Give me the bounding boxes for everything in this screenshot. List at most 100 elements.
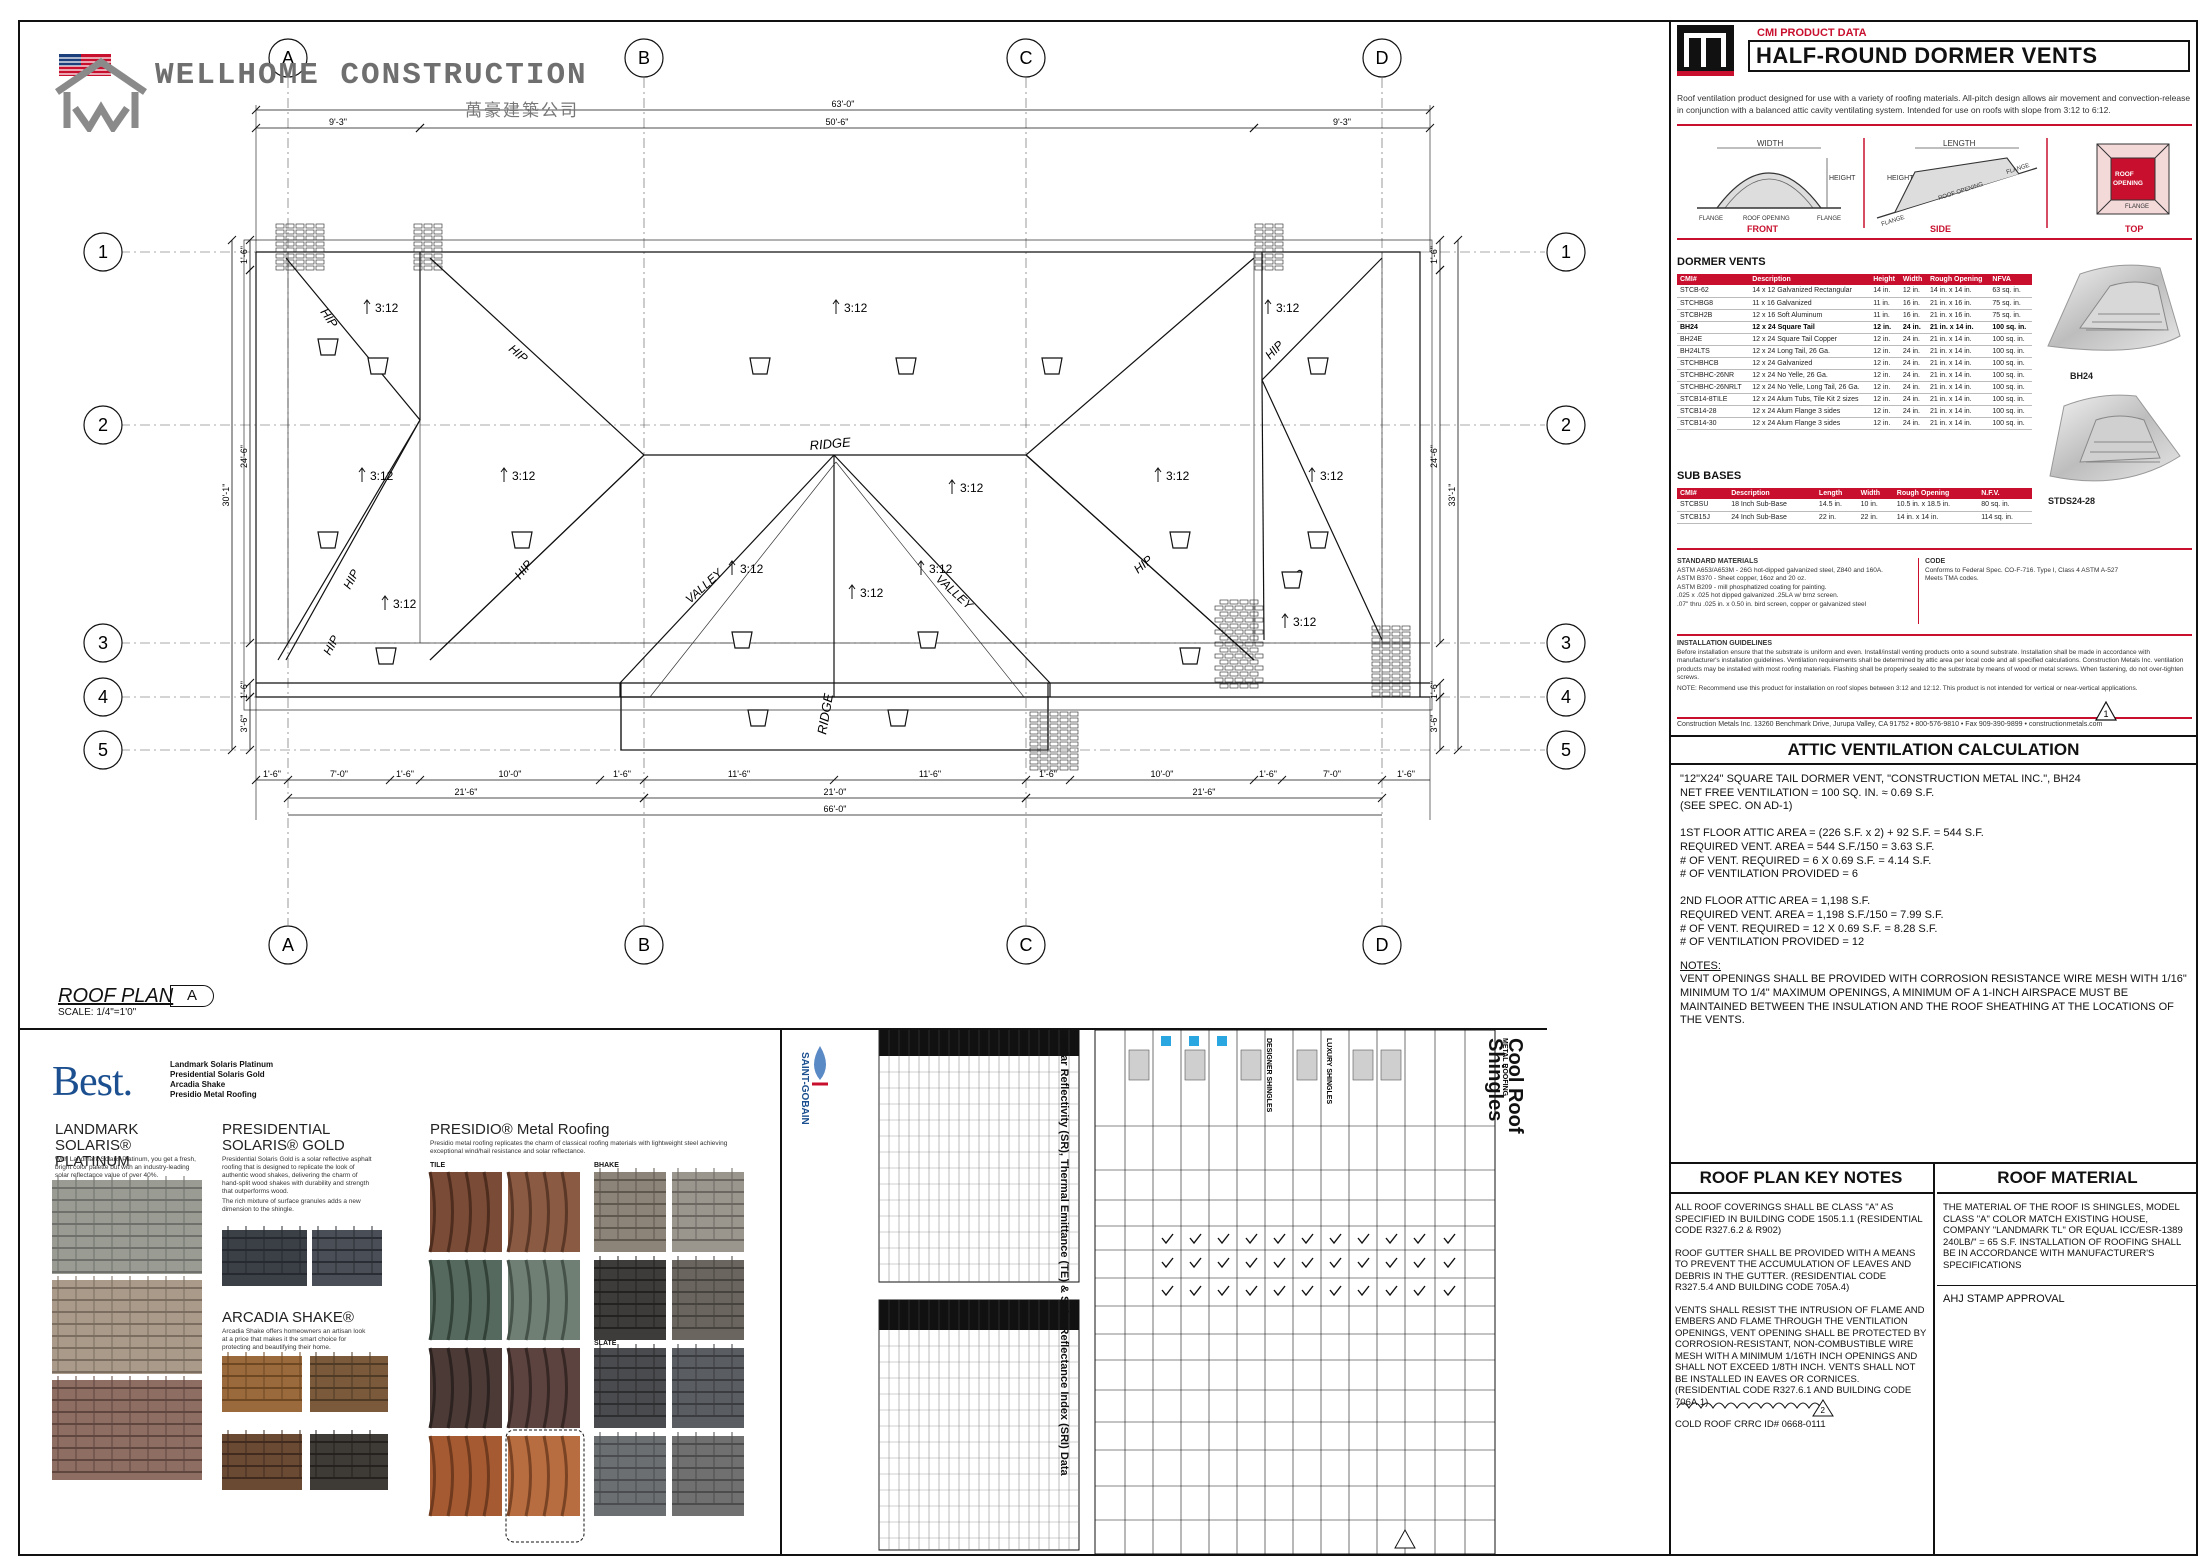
brick-detail bbox=[1249, 659, 1259, 665]
brick-detail bbox=[1029, 747, 1039, 753]
brick-detail bbox=[285, 253, 295, 259]
grid-bubble bbox=[83, 623, 123, 663]
brick-detail bbox=[1254, 223, 1264, 229]
brick-detail bbox=[1224, 677, 1234, 683]
cool-roof-title: Cool Roof Shingles bbox=[1484, 1038, 1526, 1134]
table-header: Height bbox=[1870, 274, 1900, 285]
dimension-text: 30'-1" bbox=[221, 484, 231, 507]
brick-detail bbox=[305, 241, 315, 247]
brick-detail bbox=[1049, 759, 1059, 765]
hip-line bbox=[1261, 379, 1265, 641]
brick-detail bbox=[1254, 235, 1264, 241]
brick-detail bbox=[1391, 655, 1401, 661]
dormer-vent-icon bbox=[895, 357, 917, 375]
dimension-text: 9'-3" bbox=[1333, 117, 1351, 127]
brick-detail bbox=[1391, 667, 1401, 673]
brick-detail bbox=[1049, 765, 1059, 771]
brick-detail bbox=[1059, 711, 1069, 717]
svg-text:2: 2 bbox=[1821, 1406, 1826, 1415]
calc-title: ATTIC VENTILATION CALCULATION bbox=[1669, 735, 2198, 765]
brick-detail bbox=[1059, 741, 1069, 747]
grid-bubble bbox=[1006, 38, 1046, 78]
svg-text:1: 1 bbox=[2104, 709, 2109, 719]
slope-arrow-icon bbox=[1281, 613, 1289, 628]
tile-barrel bbox=[506, 1347, 514, 1429]
calc-line: 2ND FLOOR ATTIC AREA = 1,198 S.F. bbox=[1680, 895, 1871, 908]
brick-detail bbox=[1401, 661, 1411, 667]
photo-label-bh24: BH24 bbox=[2070, 371, 2093, 381]
brick-detail bbox=[1381, 685, 1391, 691]
brick-detail bbox=[285, 223, 295, 229]
key-notes-title: ROOF PLAN KEY NOTES bbox=[1669, 1162, 1933, 1194]
check-icon bbox=[1329, 1233, 1342, 1245]
brick-detail bbox=[275, 235, 285, 241]
presidential-text: Presidential Solaris Gold is a solar ref… bbox=[222, 1156, 372, 1195]
brick-detail bbox=[1059, 765, 1069, 771]
dormer-vent-icon bbox=[1169, 531, 1191, 549]
brick-detail bbox=[1401, 679, 1411, 685]
check-icon bbox=[1301, 1233, 1314, 1245]
brick-detail bbox=[1214, 665, 1224, 671]
table-cell: 24 in. bbox=[1899, 345, 1927, 358]
brick-detail bbox=[315, 229, 325, 235]
brick-detail bbox=[1371, 673, 1381, 679]
best-list-item: Arcadia Shake bbox=[170, 1080, 226, 1089]
table-cell: 14 x 12 Galvanized Rectangular bbox=[1749, 285, 1871, 298]
check-icon bbox=[1161, 1285, 1174, 1297]
table-cell: 100 sq. in. bbox=[1989, 405, 2032, 418]
dimension-text: 66'-0" bbox=[824, 804, 847, 814]
tile-barrel bbox=[542, 1435, 550, 1517]
vent-side-diagram bbox=[1876, 147, 2038, 219]
dormer-vent-icon bbox=[749, 357, 771, 375]
roof-material-title: ROOF MATERIAL bbox=[1937, 1162, 2198, 1194]
brick-detail bbox=[413, 229, 423, 235]
brick-detail bbox=[1264, 235, 1274, 241]
table-cell: 24 in. bbox=[1899, 417, 1927, 430]
calc-line: # OF VENT. REQUIRED = 6 X 0.69 S.F. = 4.… bbox=[1680, 854, 1932, 867]
check-icon bbox=[1273, 1257, 1286, 1269]
table-cell: 12 in. bbox=[1870, 405, 1900, 418]
tile-barrel bbox=[446, 1435, 454, 1517]
brick-detail bbox=[1254, 241, 1264, 247]
label-flange-1: FLANGE bbox=[1699, 216, 1723, 222]
table-cell: BH24 bbox=[1677, 321, 1750, 334]
tile-barrel bbox=[506, 1171, 514, 1253]
grid-bubble bbox=[1362, 38, 1402, 78]
table-cell: 12 x 24 Square Tail bbox=[1749, 321, 1871, 334]
brick-detail bbox=[1224, 629, 1234, 635]
brick-detail bbox=[1239, 599, 1249, 605]
vent-top-diagram bbox=[2096, 143, 2170, 215]
sr-title: Solar Reflectivity (SR), Thermal Emittan… bbox=[1058, 1038, 1070, 1476]
brick-detail bbox=[1401, 637, 1411, 643]
presidio-tile-swatch bbox=[508, 1436, 580, 1516]
brick-detail bbox=[1371, 667, 1381, 673]
table-cell: 12 x 24 Alum Flange 3 sides bbox=[1749, 417, 1871, 430]
check-icon bbox=[1329, 1257, 1342, 1269]
brick-detail bbox=[1029, 729, 1039, 735]
table-cell: 10 in. bbox=[1857, 499, 1894, 512]
brick-detail bbox=[1371, 637, 1381, 643]
hip-label: HIP bbox=[506, 342, 530, 366]
brick-detail bbox=[275, 259, 285, 265]
arcadia-swatch-1 bbox=[222, 1356, 302, 1412]
brick-detail bbox=[423, 229, 433, 235]
cmi-logo bbox=[1677, 25, 1734, 75]
brick-detail bbox=[1264, 223, 1274, 229]
brick-detail bbox=[1069, 729, 1079, 735]
slope-arrow-icon bbox=[1154, 467, 1162, 482]
extension-line bbox=[255, 105, 1431, 252]
brick-detail bbox=[285, 265, 295, 271]
grid-label: 2 bbox=[1561, 415, 1571, 435]
brick-detail bbox=[275, 223, 285, 229]
tile-barrel bbox=[482, 1259, 490, 1341]
brick-detail bbox=[1249, 683, 1259, 689]
tile-barrel bbox=[482, 1347, 490, 1429]
brick-detail bbox=[423, 241, 433, 247]
table-cell: 21 in. x 14 in. bbox=[1926, 381, 1990, 394]
